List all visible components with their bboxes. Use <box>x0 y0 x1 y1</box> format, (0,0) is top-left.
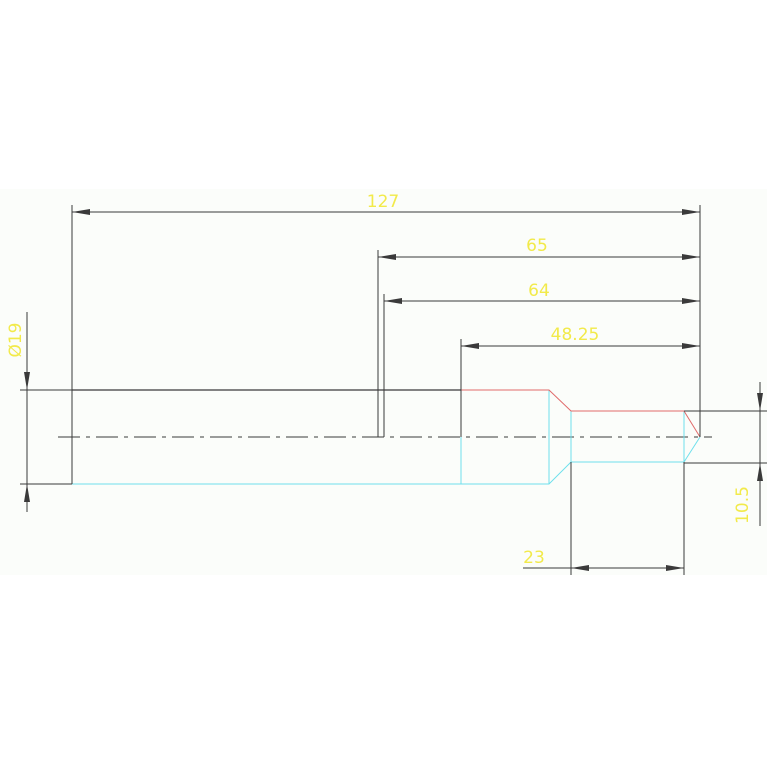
dim-23: 23 <box>523 548 684 571</box>
dim-10-5: 10.5 <box>733 382 763 526</box>
dim-23-label: 23 <box>523 548 545 568</box>
dim-diameter-label: Ø19 <box>6 322 26 357</box>
dim-127-label: 127 <box>367 192 399 212</box>
extension-lines <box>20 205 767 575</box>
dim-65-label: 65 <box>526 236 548 256</box>
cut-segment <box>461 389 701 438</box>
dim-48: 48.25 <box>461 325 700 349</box>
dim-127: 127 <box>72 192 700 215</box>
dim-64-label: 64 <box>528 281 550 301</box>
dim-diameter: Ø19 <box>6 312 30 512</box>
dim-48-label: 48.25 <box>551 325 600 345</box>
dim-64: 64 <box>384 281 700 304</box>
dim-65: 65 <box>378 236 700 260</box>
dim-10-5-label: 10.5 <box>733 486 753 524</box>
